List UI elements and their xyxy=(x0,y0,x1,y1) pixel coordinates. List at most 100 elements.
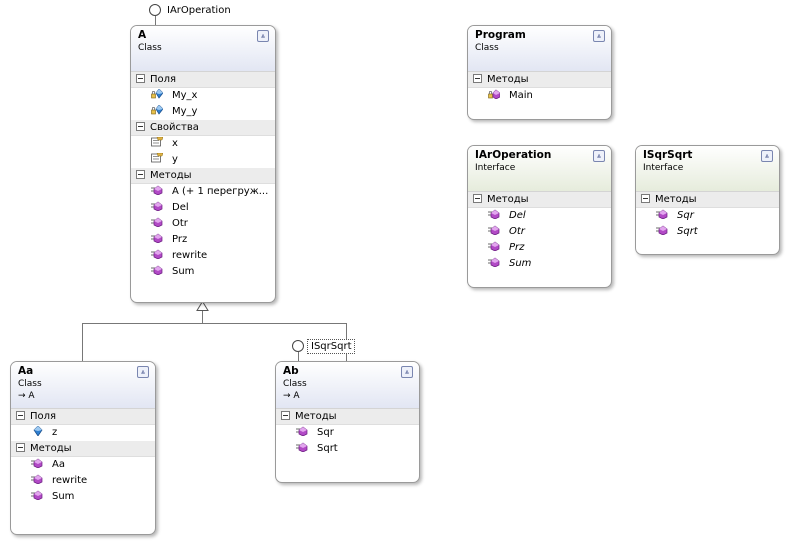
method-icon xyxy=(151,249,163,259)
minus-icon[interactable] xyxy=(473,193,482,203)
minus-icon[interactable] xyxy=(136,73,145,83)
interface-kind: Interface xyxy=(475,163,516,173)
member-row[interactable]: My_y xyxy=(131,104,275,120)
base-class-name: A xyxy=(293,391,300,401)
class-header[interactable]: A Class ⩓ xyxy=(131,26,275,72)
class-title: Ab xyxy=(283,365,299,377)
section-methods-header[interactable]: Методы xyxy=(131,168,275,184)
minus-icon[interactable] xyxy=(281,410,290,420)
section-methods-header[interactable]: Методы xyxy=(636,192,779,208)
member-label: My_x xyxy=(172,90,198,101)
class-box-ab[interactable]: Ab Class → A ⩓ Методы Sqr Sqrt xyxy=(275,361,420,483)
member-row[interactable]: Otr xyxy=(131,216,275,232)
section-label: Поля xyxy=(150,74,177,85)
member-label: Main xyxy=(509,90,533,101)
member-row[interactable]: z xyxy=(11,425,155,441)
minus-icon[interactable] xyxy=(16,410,25,420)
inheritance-trunk xyxy=(202,310,203,324)
class-box-program[interactable]: Program Class ⩓ Методы Main xyxy=(467,25,612,120)
member-row[interactable]: y xyxy=(131,152,275,168)
interface-label-iaroperation[interactable]: IArOperation xyxy=(167,5,231,16)
member-label: Sqr xyxy=(677,210,694,221)
section-label: Методы xyxy=(30,443,72,454)
base-class-name: A xyxy=(28,391,35,401)
class-header[interactable]: Aa Class → A ⩓ xyxy=(11,362,155,409)
method-icon xyxy=(151,217,163,227)
collapse-chevron-icon[interactable]: ⩓ xyxy=(137,366,149,378)
member-label: Sqrt xyxy=(317,443,338,454)
member-row[interactable]: Prz xyxy=(468,240,611,256)
class-kind: Class xyxy=(18,379,42,389)
member-row[interactable]: Sqrt xyxy=(636,224,779,240)
collapse-chevron-icon[interactable]: ⩓ xyxy=(257,30,269,42)
inherit-arrow-icon: → xyxy=(283,391,291,401)
member-label: A (+ 1 перегруж... xyxy=(172,186,269,197)
member-row[interactable]: Sum xyxy=(11,489,155,505)
member-label: Sqr xyxy=(317,427,334,438)
interface-box-isqrsqrt[interactable]: ISqrSqrt Interface ⩓ Методы Sqr Sqrt xyxy=(635,145,780,255)
collapse-chevron-icon[interactable]: ⩓ xyxy=(401,366,413,378)
collapse-chevron-icon[interactable]: ⩓ xyxy=(761,150,773,162)
inheritance-to-aa xyxy=(82,323,83,361)
inherit-arrow-icon: → xyxy=(18,391,26,401)
class-header[interactable]: Ab Class → A ⩓ xyxy=(276,362,419,409)
member-row[interactable]: rewrite xyxy=(11,473,155,489)
section-label: Методы xyxy=(655,194,697,205)
section-fields-header[interactable]: Поля xyxy=(131,72,275,88)
member-row[interactable]: x xyxy=(131,136,275,152)
member-row[interactable]: Del xyxy=(131,200,275,216)
member-label: My_y xyxy=(172,106,198,117)
interface-lollipop-icon[interactable] xyxy=(292,340,304,352)
member-row[interactable]: Del xyxy=(468,208,611,224)
section-methods-header[interactable]: Методы xyxy=(11,441,155,457)
member-row[interactable]: rewrite xyxy=(131,248,275,264)
member-label: y xyxy=(172,154,178,165)
member-row[interactable]: Sqrt xyxy=(276,441,419,457)
member-label: x xyxy=(172,138,178,149)
collapse-chevron-icon[interactable]: ⩓ xyxy=(593,30,605,42)
member-row[interactable]: Sum xyxy=(468,256,611,272)
section-methods-header[interactable]: Методы xyxy=(468,72,611,88)
class-header[interactable]: Program Class ⩓ xyxy=(468,26,611,72)
interface-lollipop-icon[interactable] xyxy=(149,4,161,16)
minus-icon[interactable] xyxy=(473,73,482,83)
class-title: Program xyxy=(475,29,526,41)
minus-icon[interactable] xyxy=(136,169,145,179)
method-icon xyxy=(656,209,668,219)
interface-title: IArOperation xyxy=(475,149,552,161)
section-properties-header[interactable]: Свойства xyxy=(131,120,275,136)
member-label: Prz xyxy=(172,234,188,245)
member-row[interactable]: Prz xyxy=(131,232,275,248)
collapse-chevron-icon[interactable]: ⩓ xyxy=(593,150,605,162)
member-label: Aa xyxy=(52,459,65,470)
member-row[interactable]: Sqr xyxy=(636,208,779,224)
section-label: Свойства xyxy=(150,122,199,133)
member-label: rewrite xyxy=(52,475,88,486)
minus-icon[interactable] xyxy=(641,193,650,203)
section-fields-header[interactable]: Поля xyxy=(11,409,155,425)
member-row[interactable]: Sqr xyxy=(276,425,419,441)
member-row[interactable]: A (+ 1 перегруж... xyxy=(131,184,275,200)
interface-box-iaroperation[interactable]: IArOperation Interface ⩓ Методы Del Otr … xyxy=(467,145,612,288)
interface-title: ISqrSqrt xyxy=(643,149,693,161)
section-label: Методы xyxy=(487,74,529,85)
minus-icon[interactable] xyxy=(136,121,145,131)
method-icon xyxy=(488,241,500,251)
interface-header[interactable]: ISqrSqrt Interface ⩓ xyxy=(636,146,779,192)
interface-label-isqrsqrt[interactable]: ISqrSqrt xyxy=(307,339,356,354)
class-box-aa[interactable]: Aa Class → A ⩓ Поля z Методы Aa rewrite … xyxy=(10,361,156,535)
member-row[interactable]: Aa xyxy=(11,457,155,473)
section-methods-header[interactable]: Методы xyxy=(468,192,611,208)
inheritance-hbar xyxy=(82,323,347,324)
member-row[interactable]: Sum xyxy=(131,264,275,280)
interface-header[interactable]: IArOperation Interface ⩓ xyxy=(468,146,611,192)
section-methods-header[interactable]: Методы xyxy=(276,409,419,425)
member-row[interactable]: Main xyxy=(468,88,611,104)
method-icon xyxy=(151,185,163,195)
field-icon xyxy=(31,426,43,436)
minus-icon[interactable] xyxy=(16,442,25,452)
method-icon xyxy=(151,233,163,243)
class-box-a[interactable]: A Class ⩓ Поля My_x My_y Свойства x y Ме… xyxy=(130,25,276,303)
member-row[interactable]: My_x xyxy=(131,88,275,104)
member-row[interactable]: Otr xyxy=(468,224,611,240)
